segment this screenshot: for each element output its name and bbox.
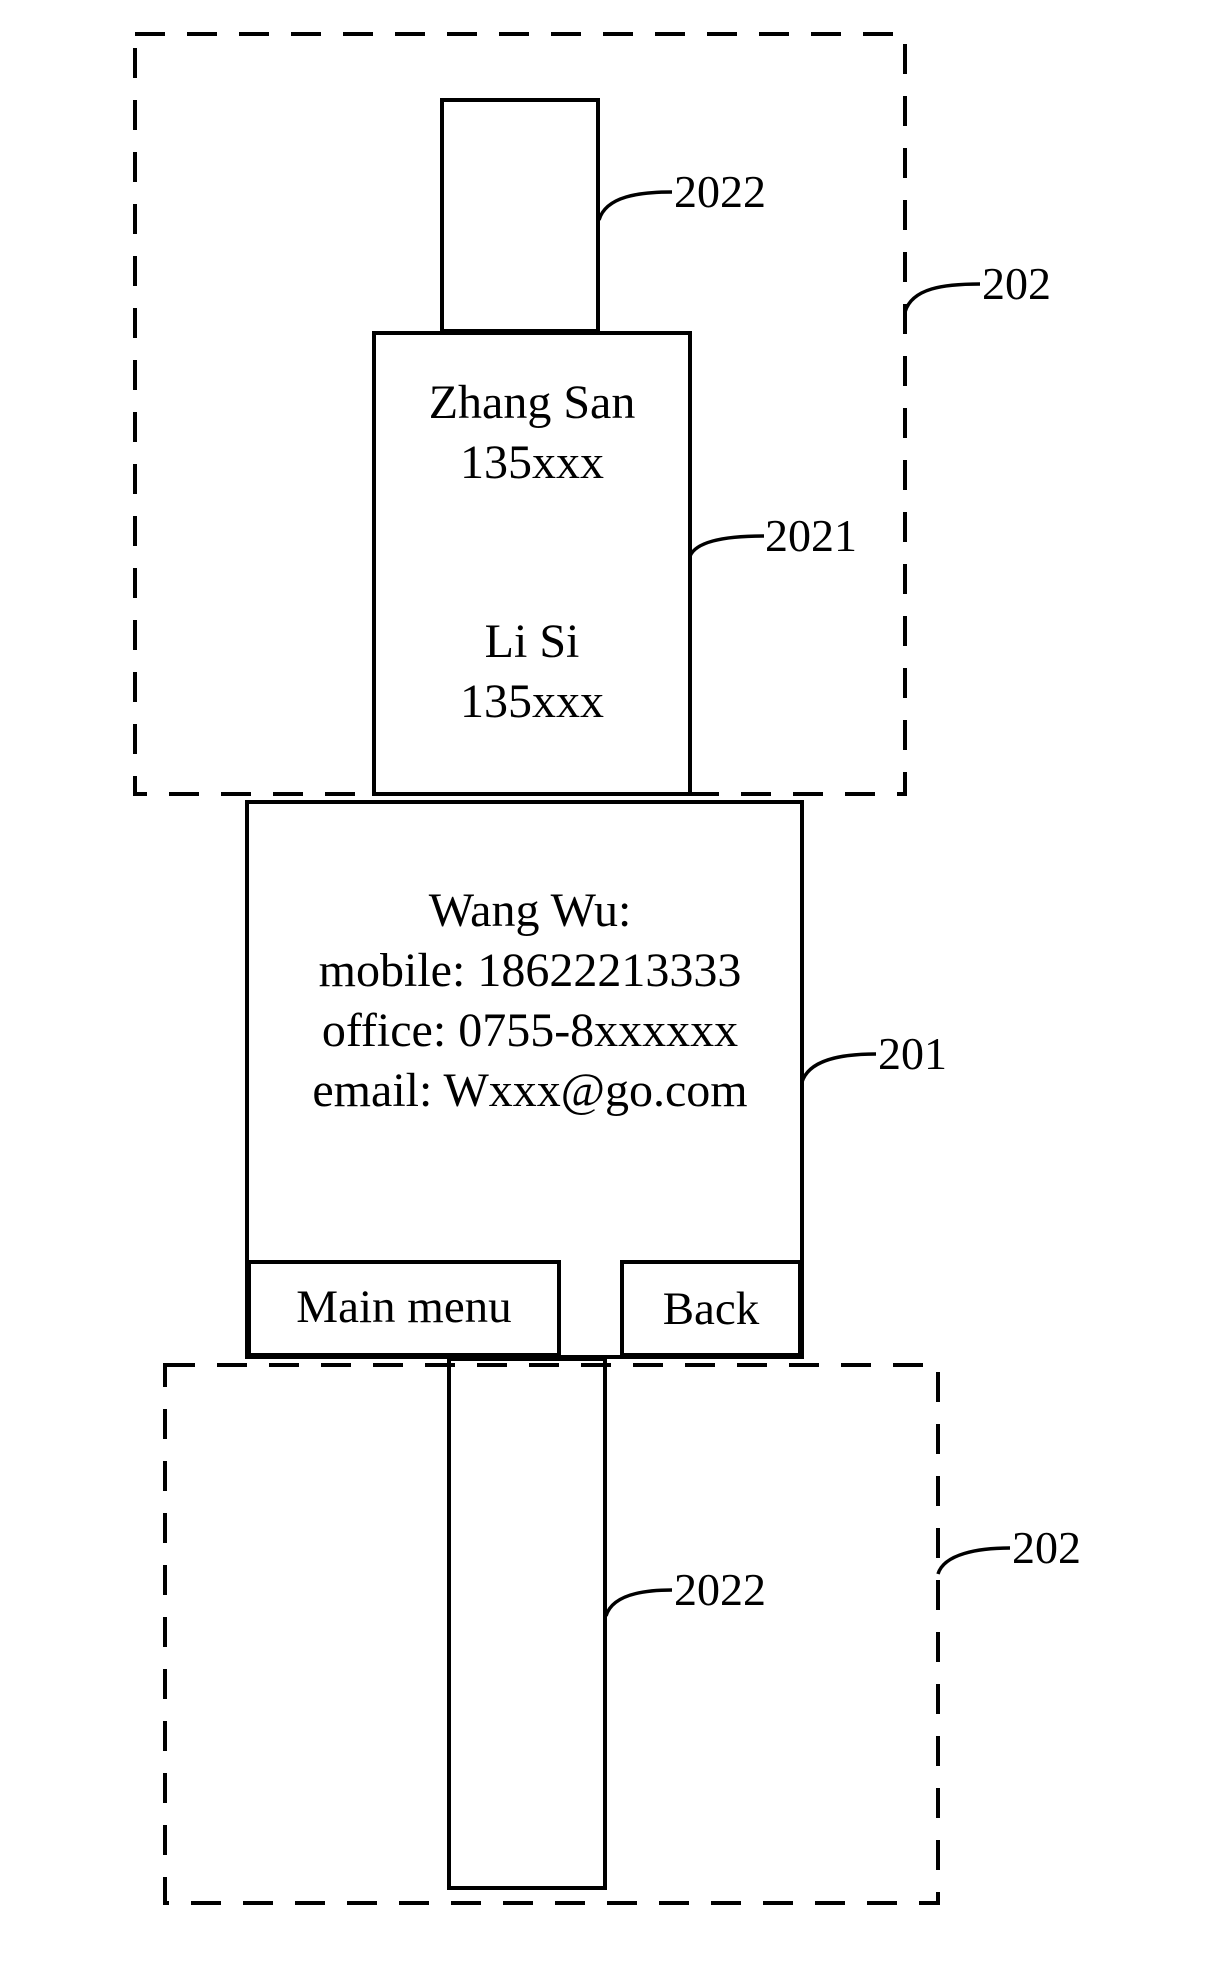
bottom-region-dashed-box — [165, 1365, 938, 1903]
ref-202-top: 202 — [982, 258, 1051, 309]
back-button-label: Back — [663, 1283, 760, 1335]
detail-email: email: Wxxx@go.com — [312, 1064, 747, 1117]
leader-line-top-slider — [599, 192, 672, 220]
detail-mobile: mobile: 18622213333 — [319, 944, 742, 997]
ref-201: 201 — [878, 1028, 947, 1079]
contact-number-li-si: 135xxx — [460, 675, 604, 728]
contact-name-zhang-san: Zhang San — [429, 376, 636, 429]
leader-line-top-region — [905, 284, 980, 312]
ref-202-bottom: 202 — [1012, 1522, 1081, 1573]
leader-line-list-panel — [690, 536, 764, 556]
ref-2021: 2021 — [765, 510, 857, 561]
main-menu-button-label: Main menu — [296, 1281, 511, 1333]
detail-office: office: 0755-8xxxxxx — [322, 1004, 738, 1057]
detail-name: Wang Wu: — [429, 884, 632, 937]
ref-2022-bottom: 2022 — [674, 1564, 766, 1615]
contact-number-zhang-san: 135xxx — [460, 436, 604, 489]
ref-2022-top: 2022 — [674, 166, 766, 217]
leader-line-screen — [802, 1054, 876, 1082]
leader-line-bottom-slider — [606, 1590, 672, 1616]
leader-line-bottom-region — [938, 1548, 1010, 1574]
bottom-slider-bar[interactable] — [449, 1359, 605, 1888]
top-slider-bar[interactable] — [442, 100, 598, 331]
contact-name-li-si: Li Si — [485, 615, 580, 668]
